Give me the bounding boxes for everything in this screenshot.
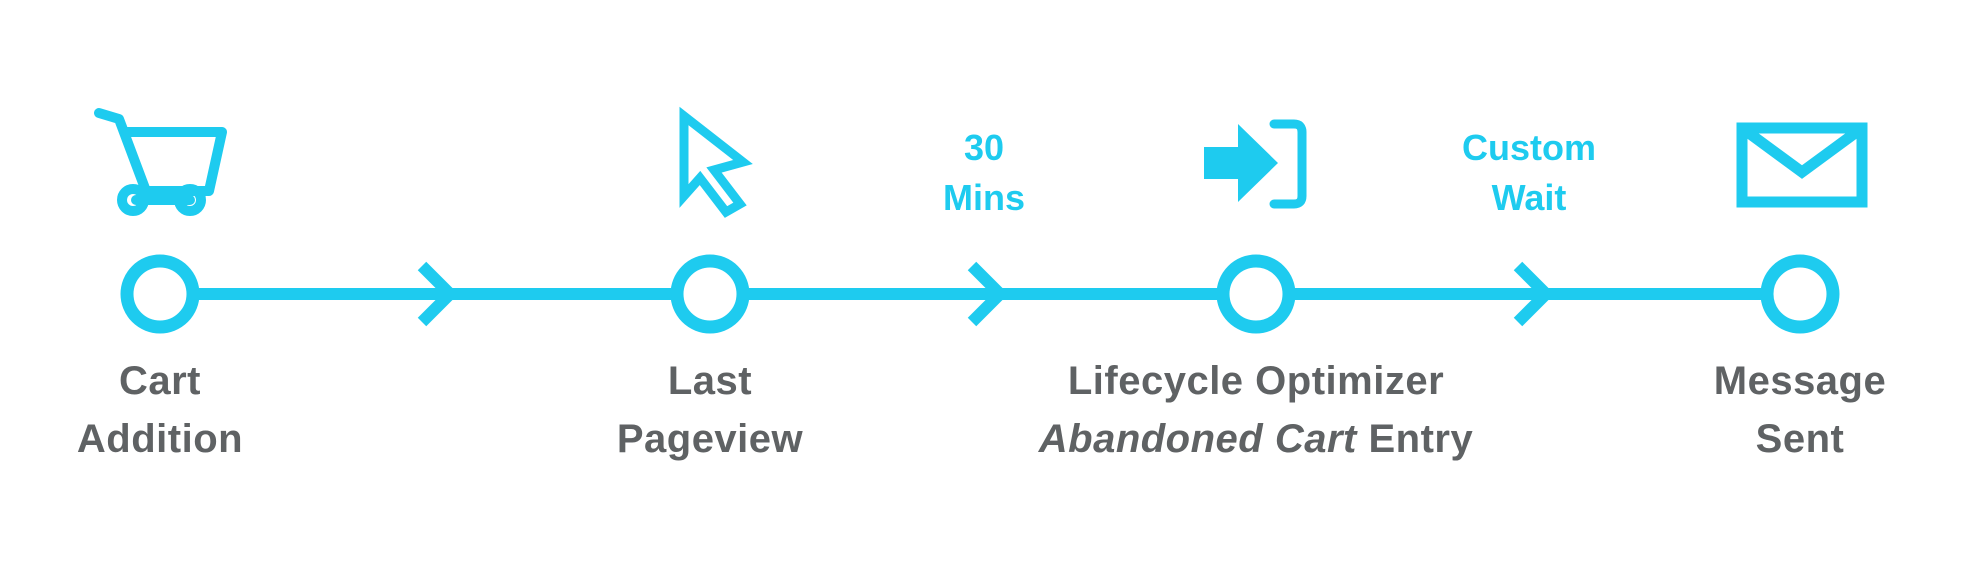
stage-label-line1: Message bbox=[1713, 359, 1887, 403]
stage-label-optimizer: Lifecycle Optimizer Abandoned Cart Entry bbox=[1036, 352, 1476, 468]
wait-label-line1: Custom bbox=[1462, 127, 1596, 168]
arrow-chevron-icon bbox=[1513, 261, 1555, 327]
wait-label-line1: 30 bbox=[963, 127, 1005, 168]
wait-label-30-mins: 30 Mins bbox=[864, 123, 1104, 223]
wait-label-line2: Mins bbox=[942, 177, 1025, 218]
stage-label-line2: Addition bbox=[76, 417, 244, 461]
arrow-chevron-icon bbox=[967, 261, 1009, 327]
stage-label-line1: Last bbox=[667, 359, 753, 403]
stage-node-cart bbox=[120, 254, 200, 334]
stage-label-italic: Abandoned Cart bbox=[1038, 417, 1357, 461]
shopping-cart-icon bbox=[94, 108, 227, 216]
envelope-icon bbox=[1736, 122, 1868, 208]
sign-in-icon bbox=[1204, 119, 1307, 209]
cursor-arrow-icon bbox=[679, 106, 753, 218]
stage-node-optimizer bbox=[1216, 254, 1296, 334]
stage-label-message: Message Sent bbox=[1580, 352, 1988, 468]
stage-label-pageview: Last Pageview bbox=[490, 352, 930, 468]
stage-node-message bbox=[1760, 254, 1840, 334]
arrow-chevron-icon bbox=[417, 261, 459, 327]
stage-label-line2: Abandoned Cart Entry bbox=[1036, 410, 1476, 468]
stage-label-line1: Lifecycle Optimizer bbox=[1067, 359, 1445, 403]
wait-label-custom: Custom Wait bbox=[1409, 123, 1649, 223]
stage-label-line1: Cart bbox=[118, 359, 202, 403]
wait-label-line2: Wait bbox=[1491, 177, 1567, 218]
stage-node-pageview bbox=[670, 254, 750, 334]
stage-label-line2: Pageview bbox=[616, 417, 804, 461]
stage-label-line2: Sent bbox=[1755, 417, 1845, 461]
stage-label-rest: Entry bbox=[1356, 417, 1474, 461]
stage-label-cart: Cart Addition bbox=[0, 352, 380, 468]
